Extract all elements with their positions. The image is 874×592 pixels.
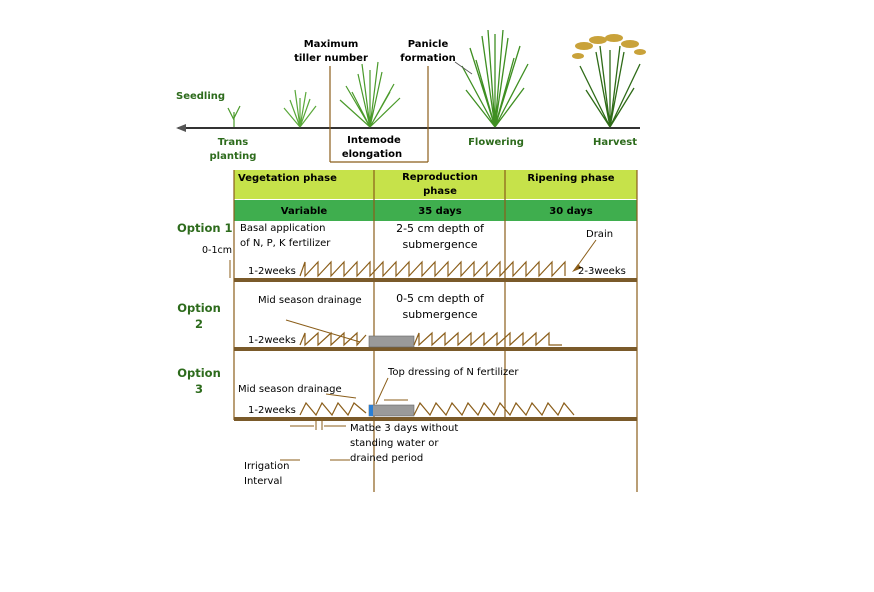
top-dressing-arrow xyxy=(375,377,389,405)
duration-ripening: 30 days xyxy=(549,206,593,217)
option3-irrigation-1: Irrigation xyxy=(244,461,290,472)
max-tiller-label-1: Maximum xyxy=(303,39,359,50)
duration-vegetation: Variable xyxy=(280,206,328,217)
water-level-option3 xyxy=(299,401,367,417)
flowering-label: Flowering xyxy=(468,137,524,148)
harvest-label: Harvest xyxy=(592,137,638,148)
option3-note-2: standing water or xyxy=(350,438,439,449)
option1-start-weeks: 1-2weeks xyxy=(248,266,296,277)
option2-mid-drain: Mid season drainage xyxy=(258,295,362,306)
mid-season-drain-block-option3 xyxy=(368,404,415,417)
option3-top-dressing: Top dressing of N fertilizer xyxy=(388,367,519,378)
water-level-option2-after xyxy=(413,331,562,347)
phase-reproduction-2: phase xyxy=(423,186,457,197)
phase-ripening: Ripening phase xyxy=(527,173,615,184)
option2-label-2: 2 xyxy=(194,317,203,331)
option2-submergence-2: submergence xyxy=(402,308,478,321)
mid-drain-arrow-option2 xyxy=(285,319,361,343)
option3-note-1: Matbe 3 days without xyxy=(350,423,459,434)
option1-end-weeks: 2-3weeks xyxy=(578,266,626,277)
tillering-plant-icon xyxy=(339,61,401,128)
young-plant-icon xyxy=(283,89,317,128)
panicle-leader-line xyxy=(454,61,473,75)
option1-depth-label: 0-1cm xyxy=(202,245,232,256)
mid-drain-arrow-option3 xyxy=(325,393,357,399)
water-level-option2 xyxy=(299,331,367,347)
phase-vegetation: Vegetation phase xyxy=(238,173,337,184)
ground-arrow-icon xyxy=(176,124,186,132)
option1-label: Option 1 xyxy=(177,221,233,235)
panicle-label-2: formation xyxy=(400,53,456,64)
option1-submergence-1: 2-5 cm depth of xyxy=(396,222,484,235)
duration-row xyxy=(234,200,637,221)
mid-season-drain-block-option2 xyxy=(368,335,415,348)
flowering-plant-icon xyxy=(461,29,529,128)
option3-label-1: Option xyxy=(177,366,221,380)
internode-label-2: elongation xyxy=(341,149,403,160)
fertilizer-mark xyxy=(369,405,373,416)
option3-note-3: drained period xyxy=(350,453,424,464)
soil-strip-option1 xyxy=(234,278,637,282)
max-tiller-label-2: tiller number xyxy=(294,53,368,64)
option1-submergence-2: submergence xyxy=(402,238,478,251)
option1-drain: Drain xyxy=(586,229,614,240)
water-level-option3-after xyxy=(413,401,575,417)
option3-label-2: 3 xyxy=(194,382,203,396)
phase-reproduction-1: Reproduction xyxy=(402,172,478,183)
trans-planting-label-1: Trans xyxy=(217,137,249,148)
phase-header-row xyxy=(234,170,637,199)
seedling-label: Seedling xyxy=(176,91,226,102)
trans-planting-label-2: planting xyxy=(209,151,257,162)
option2-label-1: Option xyxy=(177,301,221,315)
duration-reproduction: 35 days xyxy=(418,206,462,217)
drain-arrow-head-icon xyxy=(572,264,582,272)
option3-irrigation-2: Interval xyxy=(244,476,283,487)
harvest-plant-icon xyxy=(572,34,646,128)
option3-mid-drain: Mid season drainage xyxy=(238,384,342,395)
water-level-option1 xyxy=(299,260,566,278)
seedling-plant-icon xyxy=(227,105,241,127)
internode-label-1: Intemode xyxy=(347,135,401,146)
option2-start-weeks: 1-2weeks xyxy=(248,335,296,346)
soil-strip-option3 xyxy=(234,417,637,421)
drain-arrow xyxy=(575,239,597,269)
option3-start-weeks: 1-2weeks xyxy=(248,405,296,416)
option1-basal-1: Basal application xyxy=(240,223,326,234)
option2-submergence-1: 0-5 cm depth of xyxy=(396,292,484,305)
panicle-label-1: Panicle xyxy=(407,39,449,50)
option1-basal-2: of N, P, K fertilizer xyxy=(240,238,331,249)
soil-strip-option2 xyxy=(234,347,637,351)
